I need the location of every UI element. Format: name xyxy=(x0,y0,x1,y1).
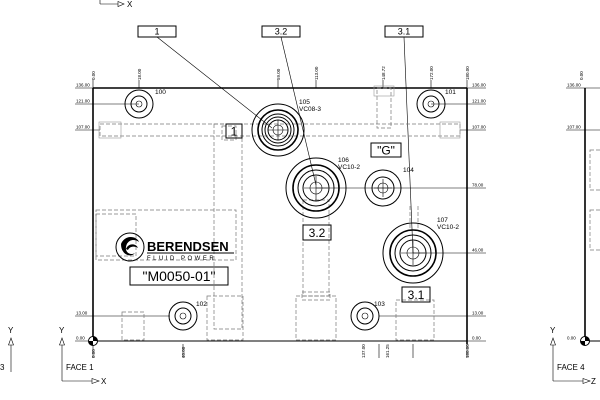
part-number-plate: "M0050-01" xyxy=(129,266,229,286)
top-dimensions: 0.00 18.00 59.00 113.00 148.72 172.00 18… xyxy=(91,66,470,88)
origin-mark xyxy=(88,336,98,346)
svg-text:1: 1 xyxy=(231,125,238,139)
svg-text:Y: Y xyxy=(59,326,65,335)
callout-3-1: 3.1 xyxy=(384,25,424,254)
svg-text:3: 3 xyxy=(0,363,5,372)
port-100: 100 xyxy=(124,89,166,119)
callout-1: 1 xyxy=(137,25,273,129)
dim-top-0: 0.00 xyxy=(91,71,96,80)
center-marks xyxy=(268,120,425,265)
svg-text:136.00: 136.00 xyxy=(567,83,581,88)
svg-text:3.2: 3.2 xyxy=(309,226,326,240)
svg-text:104: 104 xyxy=(403,167,414,174)
cartridge-105: 105 VC08-3 xyxy=(251,99,321,157)
svg-text:3.2: 3.2 xyxy=(275,27,288,37)
dim-left-2: 107.00 xyxy=(76,125,90,130)
dim-right-6: 0.00 xyxy=(472,336,481,341)
svg-text:0.00: 0.00 xyxy=(567,336,576,341)
dim-bottom-2: 137.00 xyxy=(361,344,366,358)
callout-3-2: 3.2 xyxy=(261,25,317,186)
dim-top-4: 148.72 xyxy=(381,66,386,80)
svg-text:103: 103 xyxy=(374,301,385,308)
dim-bottom-3: 161.25 xyxy=(385,344,390,358)
dim-right-4: 46.00 xyxy=(472,248,484,253)
dim-top-2: 59.00 xyxy=(276,68,281,80)
berendsen-logo: BERENDSEN FLUID POWER xyxy=(115,232,234,262)
dim-top-1: 18.00 xyxy=(137,68,142,80)
brand-name: BERENDSEN xyxy=(147,239,229,254)
svg-text:Y: Y xyxy=(550,326,556,335)
svg-text:106: 106 xyxy=(338,157,349,164)
brand-tagline: FLUID POWER xyxy=(147,256,216,262)
svg-text:102: 102 xyxy=(196,301,207,308)
dim-bottom-0: 0.00 xyxy=(91,349,96,358)
svg-text:VC08-3: VC08-3 xyxy=(299,106,321,113)
face-1-label: FACE 1 xyxy=(66,363,94,372)
svg-text:107.00: 107.00 xyxy=(567,125,581,130)
marking-1: 1 xyxy=(225,123,243,139)
svg-text:100: 100 xyxy=(155,89,166,96)
face-1-indicator: Y X FACE 1 xyxy=(59,326,107,386)
cartridge-106: 106 VC10-2 xyxy=(285,157,360,219)
port-102: 102 xyxy=(168,301,207,331)
dim-left-1: 121.00 xyxy=(76,99,90,104)
dim-left-0: 136.00 xyxy=(76,83,90,88)
svg-text:0.00: 0.00 xyxy=(579,71,584,80)
svg-text:Y: Y xyxy=(8,326,14,335)
svg-text:3.1: 3.1 xyxy=(408,288,425,302)
face-4-indicator: Y Z FACE 4 xyxy=(550,326,596,386)
dim-right-3: 78.00 xyxy=(472,183,484,188)
left-dimensions: 136.00 121.00 107.00 13.00 0.00 xyxy=(75,83,170,342)
svg-text:Z: Z xyxy=(591,377,596,386)
dim-top-6: 180.00 xyxy=(465,66,470,80)
svg-text:VC10-2: VC10-2 xyxy=(338,164,360,171)
dim-top-3: 113.00 xyxy=(314,66,319,80)
marking-g: "G" xyxy=(370,142,402,158)
svg-text:107: 107 xyxy=(437,217,448,224)
dim-right-5: 13.00 xyxy=(472,311,484,316)
port-101: 101 xyxy=(416,89,456,119)
svg-text:101: 101 xyxy=(445,89,456,96)
svg-text:105: 105 xyxy=(299,99,310,106)
top-axis-indicator: X xyxy=(99,0,133,9)
internal-passages xyxy=(95,85,461,341)
port-103: 103 xyxy=(350,301,385,331)
part-number: "M0050-01" xyxy=(143,268,216,284)
marking-3-1: 3.1 xyxy=(401,286,431,303)
face-4-partial-view: 0.00 136.00 107.00 0.00 xyxy=(566,71,600,346)
bottom-dimensions: 0.00 40.00 137.00 161.25 180.00 xyxy=(91,344,470,358)
dim-left-4: 0.00 xyxy=(76,336,85,341)
dim-bottom-4: 180.00 xyxy=(465,344,470,358)
dim-left-3: 13.00 xyxy=(76,311,88,316)
svg-text:VC10-2: VC10-2 xyxy=(437,224,459,231)
dim-right-1: 121.00 xyxy=(472,99,486,104)
marking-3-2: 3.2 xyxy=(302,224,332,241)
left-edge-indicator: Y 3 xyxy=(0,326,14,372)
dim-right-0: 136.00 xyxy=(472,83,486,88)
right-dimensions: 136.00 121.00 107.00 78.00 46.00 13.00 0… xyxy=(316,83,486,342)
svg-text:1: 1 xyxy=(154,27,159,37)
face-4-label: FACE 4 xyxy=(557,363,585,372)
svg-text:X: X xyxy=(101,377,107,386)
dim-bottom-1: 40.00 xyxy=(181,346,186,358)
cartridge-107: 107 VC10-2 xyxy=(382,217,459,284)
dim-right-2: 107.00 xyxy=(472,125,486,130)
dim-top-5: 172.00 xyxy=(429,66,434,80)
port-104: 104 xyxy=(364,167,414,207)
svg-text:3.1: 3.1 xyxy=(398,27,411,37)
top-x-label: X xyxy=(127,0,133,9)
manifold-outline xyxy=(92,87,468,344)
svg-text:"G": "G" xyxy=(377,144,395,158)
